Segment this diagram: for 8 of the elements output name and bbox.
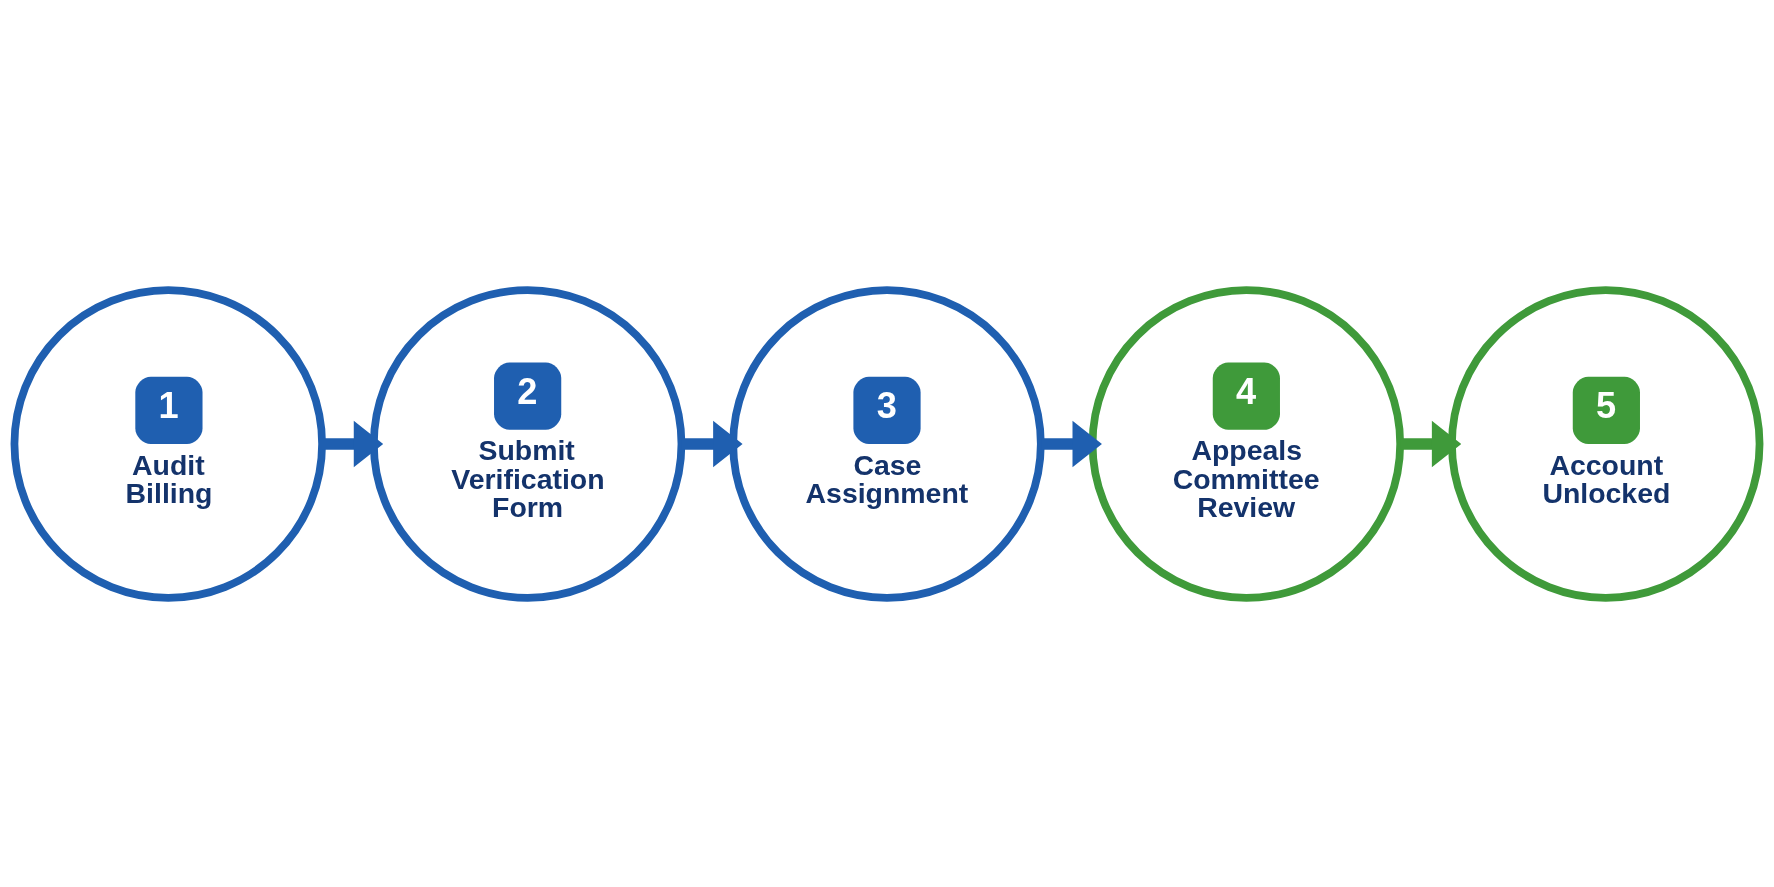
arrow	[1041, 420, 1102, 467]
node-circle: 4 Appeals Committee Review	[1088, 285, 1405, 602]
arrow	[322, 420, 384, 467]
node-circle: 2 Submit Verification Form	[369, 285, 686, 602]
arrow	[1400, 420, 1462, 467]
node-circle: 5 Account Unlocked	[1448, 285, 1764, 602]
node-circle: 1 Audit Billing	[10, 285, 326, 602]
node-circle: 3 Case Assignment	[729, 285, 1045, 602]
